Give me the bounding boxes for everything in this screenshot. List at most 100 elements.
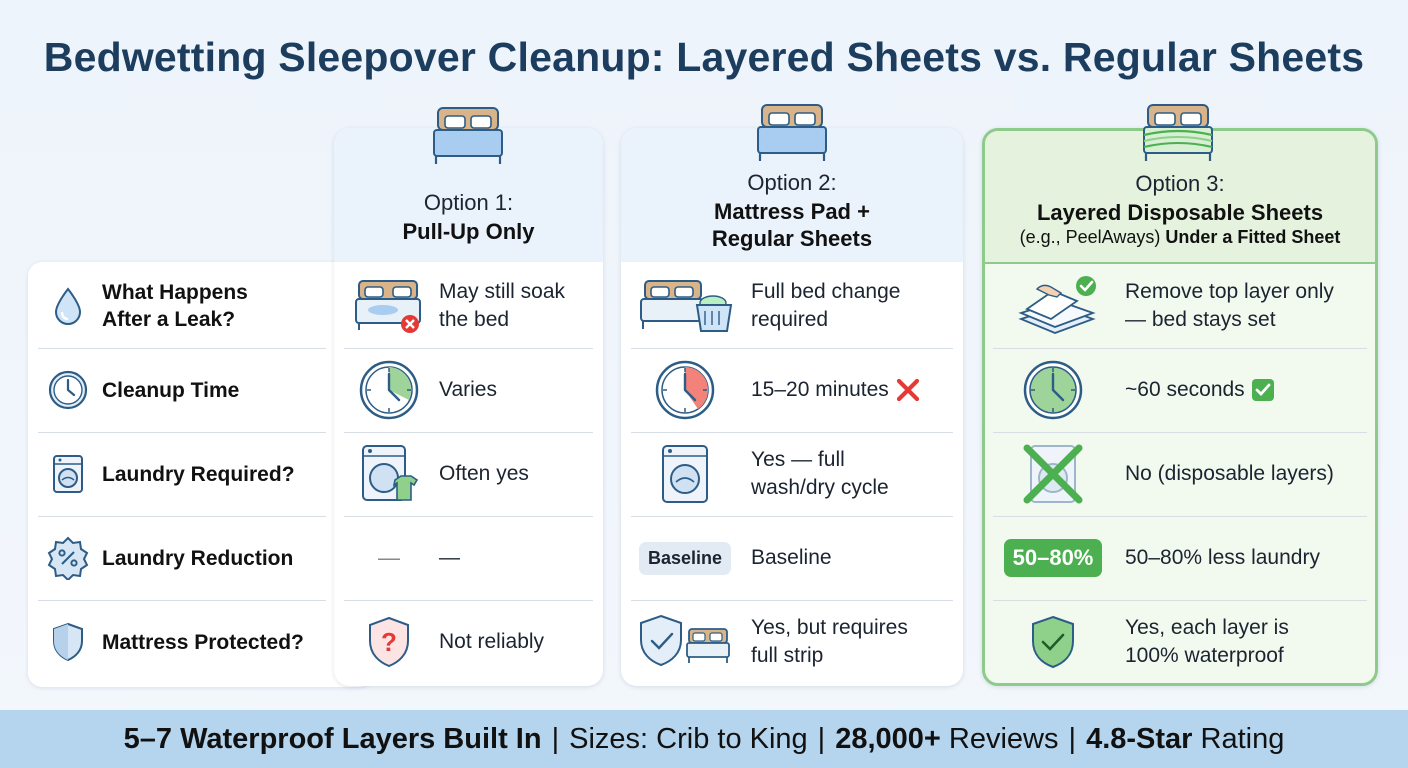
- cell-text: Varies: [439, 378, 497, 401]
- baseline-badge: Baseline: [638, 541, 732, 575]
- option-1-laundry-cell: Often yes: [344, 432, 593, 516]
- cell-text: Baseline: [751, 546, 832, 569]
- shield-icon: [38, 621, 98, 663]
- clock-icon: [38, 369, 98, 411]
- percent-badge-icon: [38, 536, 98, 580]
- option-1-header: Option 1: Pull-Up Only: [334, 128, 603, 262]
- row-label-text: Cleanup Time: [102, 378, 240, 402]
- check-shield-icon: [993, 614, 1113, 670]
- footer-separator: |: [551, 722, 560, 755]
- option-name: Layered Disposable Sheets: [1036, 200, 1324, 225]
- footer-reviews-label: Reviews: [940, 722, 1059, 755]
- washing-machine-icon: [38, 453, 98, 495]
- row-divider: [631, 600, 953, 601]
- footer-rating-value: 4.8-Star: [1086, 722, 1193, 755]
- dash-placeholder: —: [378, 545, 400, 570]
- cell-text: No (disposable layers): [1125, 462, 1334, 485]
- footer-banner: 5–7 Waterproof Layers Built In | Sizes: …: [0, 710, 1408, 768]
- row-divider: [993, 516, 1367, 517]
- option-2-laundry-cell: Yes — full wash/dry cycle: [631, 432, 953, 516]
- cell-text: Yes — full: [751, 448, 845, 471]
- cell-text: 15–20 minutes: [751, 378, 889, 401]
- option-3-time-cell: ~60 seconds: [993, 348, 1367, 432]
- option-2-protected-cell: Yes, but requires full strip: [631, 600, 953, 684]
- row-divider: [631, 516, 953, 517]
- footer-separator: |: [1068, 722, 1077, 755]
- cell-text: — bed stays set: [1125, 308, 1276, 331]
- svg-text:?: ?: [381, 627, 397, 657]
- cell-text: required: [751, 308, 829, 331]
- option-3-leak-cell: Remove top layer only — bed stays set: [993, 264, 1367, 348]
- cell-text: Remove top layer only: [1125, 280, 1334, 303]
- row-label-text: After a Leak?: [102, 308, 236, 331]
- row-divider: [38, 432, 326, 433]
- footer-rating-label: Rating: [1192, 722, 1285, 755]
- row-divider: [344, 348, 593, 349]
- clock-icon: [993, 360, 1113, 420]
- bed-icon: [757, 104, 827, 161]
- option-1-column: Option 1: Pull-Up Only May still soak the…: [334, 128, 603, 686]
- layered-bed-icon: [1143, 104, 1213, 161]
- green-check-icon: [1251, 379, 1274, 401]
- row-label-cleanup-time: Cleanup Time: [38, 348, 326, 432]
- row-divider: [993, 600, 1367, 601]
- option-label: Option 2:: [747, 170, 837, 195]
- option-subtitle-bold: Under a Fitted Sheet: [1165, 227, 1341, 247]
- row-divider: [993, 432, 1367, 433]
- option-name: Mattress Pad +: [714, 199, 870, 224]
- option-3-laundry-cell: No (disposable layers): [993, 432, 1367, 516]
- row-divider: [993, 348, 1367, 349]
- cell-text: Often yes: [439, 462, 529, 485]
- footer-reviews-count: 28,000+: [835, 722, 941, 755]
- water-drop-icon: [38, 286, 98, 326]
- option-label: Option 1:: [423, 190, 514, 215]
- option-2-reduction-cell: Baseline Baseline: [631, 516, 953, 600]
- soaked-bed-icon: [344, 277, 434, 335]
- row-label-laundry: Laundry Required?: [38, 432, 326, 516]
- peel-layer-icon: [993, 275, 1113, 337]
- no-washing-machine-icon: [993, 442, 1113, 506]
- cell-text: Full bed change: [751, 280, 901, 303]
- row-label-reduction: Laundry Reduction: [38, 516, 326, 600]
- row-label-text: Laundry Reduction: [102, 546, 294, 570]
- cell-text: 50–80% less laundry: [1125, 546, 1320, 569]
- row-divider: [38, 516, 326, 517]
- cell-text: Yes, but requires: [751, 616, 908, 639]
- washer-with-shirt-icon: [344, 444, 434, 504]
- clock-icon: [631, 360, 739, 420]
- reduction-badge: 50–80%: [1003, 539, 1103, 577]
- cell-text: wash/dry cycle: [751, 476, 889, 499]
- row-divider: [631, 432, 953, 433]
- bed-with-laundry-basket-icon: [631, 277, 739, 335]
- option-1-time-cell: Varies: [344, 348, 593, 432]
- clock-icon: [344, 360, 434, 420]
- header-divider: [985, 262, 1375, 264]
- row-label-text: Laundry Required?: [102, 462, 295, 486]
- cell-text: May still soak: [439, 280, 566, 303]
- row-label-text: Mattress Protected?: [102, 630, 304, 654]
- option-subtitle: (e.g., PeelAways): [1019, 227, 1161, 247]
- footer-layers: 5–7 Waterproof Layers Built In: [123, 722, 542, 755]
- option-label: Option 3:: [1135, 171, 1225, 196]
- row-label-protected: Mattress Protected?: [38, 600, 326, 684]
- washing-machine-icon: [631, 444, 739, 504]
- option-1-leak-cell: May still soak the bed: [344, 264, 593, 348]
- option-1-protected-cell: ? Not reliably: [344, 600, 593, 684]
- question-shield-icon: ?: [344, 615, 434, 669]
- option-3-reduction-cell: 50–80% 50–80% less laundry: [993, 516, 1367, 600]
- shield-and-bed-icon: [631, 613, 739, 671]
- cell-text: Yes, each layer is: [1125, 616, 1289, 639]
- option-name: Pull-Up Only: [402, 219, 535, 244]
- red-x-icon: [896, 378, 919, 402]
- cell-text: Not reliably: [439, 630, 545, 653]
- row-divider: [38, 600, 326, 601]
- option-2-time-cell: 15–20 minutes: [631, 348, 953, 432]
- row-divider: [344, 516, 593, 517]
- cell-text: —: [439, 546, 460, 569]
- row-divider: [344, 432, 593, 433]
- cell-text: the bed: [439, 308, 510, 331]
- option-2-column: Option 2: Mattress Pad + Regular Sheets …: [621, 128, 963, 686]
- cell-text: full strip: [751, 644, 824, 667]
